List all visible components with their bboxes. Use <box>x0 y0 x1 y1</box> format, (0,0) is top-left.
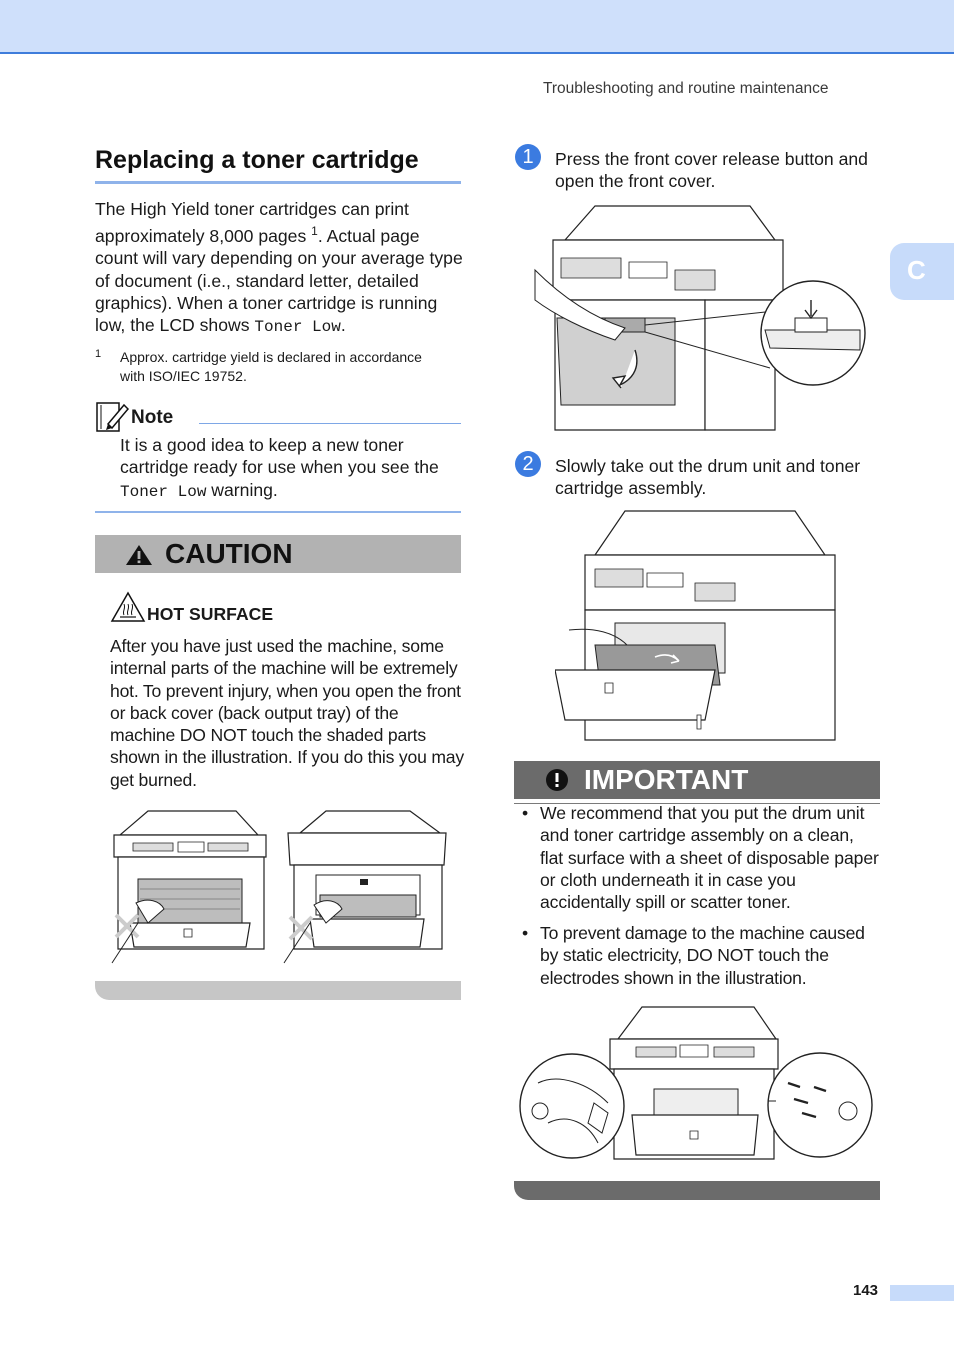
note-text: It is a good idea to keep a new toner ca… <box>120 435 439 501</box>
page-tab <box>890 1285 954 1301</box>
important-bullet-2: To prevent damage to the machine caused … <box>540 923 865 988</box>
machine-back-open-illustration <box>280 805 450 965</box>
exclamation-circle-icon <box>546 769 568 791</box>
chapter-tab: C <box>890 243 954 300</box>
caution-end-bar <box>95 981 461 1000</box>
machine-front-open-illustration <box>108 805 273 965</box>
step-2-text: Slowly take out the drum unit and toner … <box>555 456 861 499</box>
chapter-letter: C <box>907 255 926 285</box>
section-title: Replacing a toner cartridge <box>95 146 419 174</box>
hot-surface-icon <box>110 591 146 623</box>
step-1-badge: 1 <box>515 144 541 170</box>
bullet-dot: • <box>522 923 529 943</box>
title-underline <box>95 181 461 184</box>
important-banner <box>514 761 880 799</box>
hot-surface-heading: HOT SURFACE <box>147 604 274 624</box>
intro-paragraph: The High Yield toner cartridges can prin… <box>95 199 463 337</box>
step-1-text: Press the front cover release button and… <box>555 149 868 192</box>
lcd-message: Toner Low <box>120 482 207 501</box>
note-rule <box>199 423 461 424</box>
footnote-mark: 1 <box>311 224 318 239</box>
important-end-bar <box>514 1181 880 1200</box>
footnote-text: Approx. cartridge yield is declared in a… <box>120 349 422 384</box>
warning-triangle-icon <box>126 545 152 565</box>
footnote-number: 1 <box>95 348 102 360</box>
caution-body: After you have just used the machine, so… <box>110 636 464 790</box>
note-end-rule <box>95 511 461 513</box>
caution-heading: CAUTION <box>165 538 293 569</box>
bullet-dot: • <box>522 803 529 823</box>
page-number: 143 <box>853 1282 879 1299</box>
caution-banner <box>95 535 461 573</box>
header-band <box>0 0 954 54</box>
step-2-badge: 2 <box>515 451 541 477</box>
note-label: Note <box>131 407 174 428</box>
important-bullet-1: We recommend that you put the drum unit … <box>540 803 879 913</box>
running-header: Troubleshooting and routine maintenance <box>543 80 829 97</box>
electrodes-illustration <box>518 1003 878 1165</box>
important-heading: IMPORTANT <box>584 764 749 795</box>
lcd-message: Toner Low <box>254 318 341 337</box>
front-cover-release-illustration <box>525 200 870 440</box>
note-pencil-icon <box>96 399 130 433</box>
important-rule <box>514 803 880 804</box>
drum-removal-illustration <box>555 505 845 750</box>
